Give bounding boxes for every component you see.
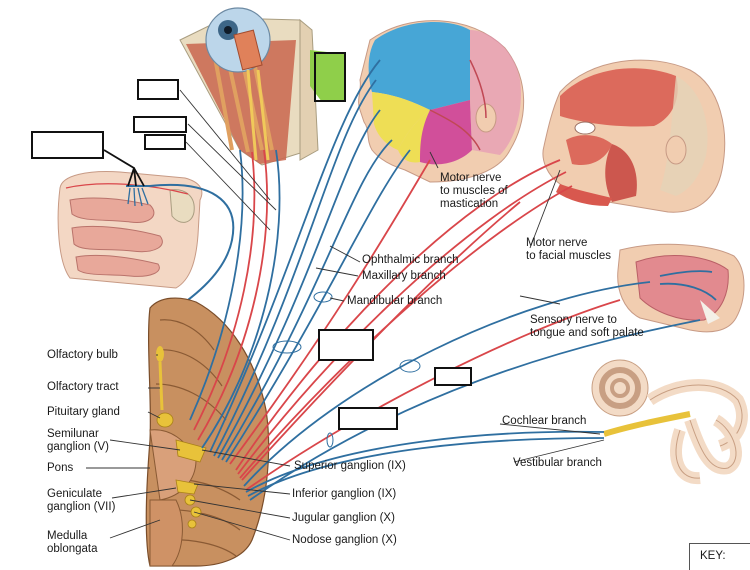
key-box: KEY: xyxy=(689,543,750,570)
label-motor-facial: Motor nerve to facial muscles xyxy=(526,237,611,263)
label-maxillary-branch: Maxillary branch xyxy=(362,270,446,282)
leader-lines xyxy=(86,89,605,541)
label-cochlear-branch: Cochlear branch xyxy=(502,415,587,427)
blank-label-box-6[interactable] xyxy=(318,329,374,361)
label-olfactory-bulb: Olfactory bulb xyxy=(47,349,118,361)
label-line: Sensory nerve to xyxy=(530,314,617,326)
blank-label-box-3[interactable] xyxy=(144,134,186,150)
blank-label-box-8[interactable] xyxy=(338,407,398,430)
blank-label-box-2[interactable] xyxy=(133,116,187,133)
key-label: KEY: xyxy=(700,550,726,562)
eye-orbit-illustration xyxy=(179,7,319,166)
label-pons: Pons xyxy=(47,462,74,474)
highlight-region xyxy=(310,50,344,102)
label-line: Motor nerve xyxy=(440,172,502,184)
label-line: Medulla xyxy=(47,530,88,542)
label-line: tongue and soft palate xyxy=(530,327,644,339)
label-geniculate-ganglion: Geniculate ganglion (VII) xyxy=(47,488,115,514)
inner-ear-illustration xyxy=(591,359,748,485)
label-sensory-tongue: Sensory nerve to tongue and soft palate xyxy=(530,314,644,340)
label-line: Motor nerve xyxy=(526,237,588,249)
label-ophthalmic-branch: Ophthalmic branch xyxy=(362,254,459,266)
label-motor-mastication: Motor nerve to muscles of mastication xyxy=(440,172,508,211)
label-semilunar-ganglion: Semilunar ganglion (V) xyxy=(47,428,109,454)
bundle-rings xyxy=(272,291,421,448)
label-line: mastication xyxy=(440,198,499,210)
label-line: ganglion (V) xyxy=(47,441,110,453)
label-medulla-oblongata: Medulla oblongata xyxy=(47,530,98,556)
label-inferior-ganglion: Inferior ganglion (IX) xyxy=(292,488,397,500)
label-olfactory-tract: Olfactory tract xyxy=(47,381,119,393)
label-superior-ganglion: Superior ganglion (IX) xyxy=(294,460,406,472)
nasal-cavity-illustration xyxy=(57,171,235,321)
blank-label-box-5[interactable] xyxy=(314,52,346,102)
blank-label-box-7[interactable] xyxy=(434,367,472,386)
label-line: oblongata xyxy=(47,543,98,555)
blank-label-box-4[interactable] xyxy=(31,131,104,159)
facial-muscles-head-illustration xyxy=(542,59,726,213)
pointer-lines xyxy=(103,149,145,187)
label-jugular-ganglion: Jugular ganglion (X) xyxy=(292,512,395,524)
label-nodose-ganglion: Nodose ganglion (X) xyxy=(292,534,397,546)
label-mandibular-branch: Mandibular branch xyxy=(347,295,443,307)
label-line: ganglion (VII) xyxy=(47,501,116,513)
label-line: Geniculate xyxy=(47,488,102,500)
label-line: to facial muscles xyxy=(526,250,612,262)
trigeminal-head-illustration xyxy=(358,20,525,183)
blank-label-box-1[interactable] xyxy=(137,79,179,100)
label-line: to muscles of xyxy=(440,185,508,197)
nerve-fibers xyxy=(189,59,717,501)
label-vestibular-branch: Vestibular branch xyxy=(513,457,602,469)
brain-illustration xyxy=(145,297,270,567)
label-pituitary-gland: Pituitary gland xyxy=(47,406,120,418)
label-line: Semilunar xyxy=(47,428,99,440)
